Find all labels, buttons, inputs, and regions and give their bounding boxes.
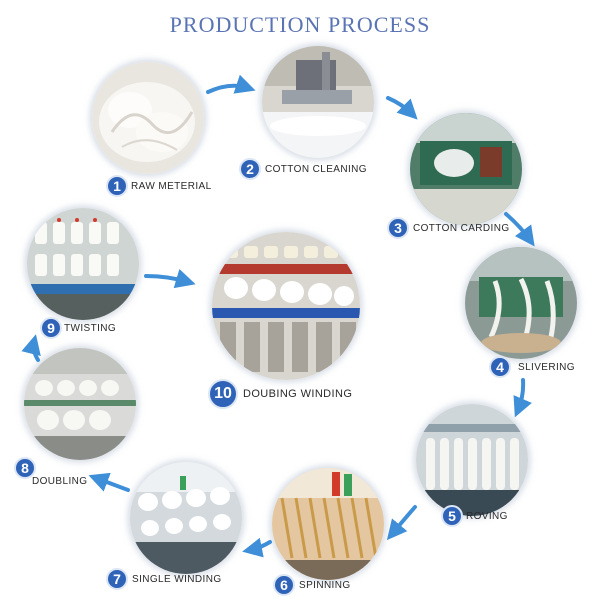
step-2-badge: 2 [239, 158, 261, 180]
arrow-4-to-5 [518, 380, 523, 410]
step-10-label: DOUBING WINDING [243, 388, 352, 400]
step-5-label: ROVING [466, 511, 508, 522]
single-winding-photo [130, 462, 242, 574]
arrow-1-to-2 [208, 86, 248, 92]
step-8-label: DOUBLING [32, 476, 87, 487]
step-6-badge: 6 [273, 574, 295, 596]
arrow-5-to-6 [392, 507, 415, 534]
arrow-2-to-3 [388, 98, 412, 114]
step-5-badge: 5 [441, 505, 463, 527]
step-1-label: RAW METERIAL [131, 181, 212, 192]
step-7-label: SINGLE WINDING [132, 574, 222, 585]
step-3-badge: 3 [387, 217, 409, 239]
slivering-photo [465, 247, 577, 359]
step-4-label: SLIVERING [518, 362, 575, 373]
page-title: PRODUCTION PROCESS [0, 12, 600, 38]
raw-material-photo [92, 62, 204, 174]
arrow-9-to-10 [146, 276, 188, 282]
cotton-cleaning-photo [262, 46, 374, 158]
step-6-label: SPINNING [299, 580, 351, 591]
step-4-badge: 4 [489, 356, 511, 378]
doubing-winding-photo [212, 232, 360, 380]
step-2-label: COTTON CLEANING [265, 164, 367, 175]
doubling-photo [24, 348, 136, 460]
step-3-label: COTTON CARDING [413, 223, 510, 234]
twisting-photo [27, 208, 139, 320]
arrow-7-to-8 [96, 478, 128, 490]
step-1-badge: 1 [106, 175, 128, 197]
arrow-3-to-4 [506, 214, 530, 240]
cotton-carding-photo [410, 113, 522, 225]
spinning-photo [272, 468, 384, 580]
arrow-6-to-7 [250, 542, 270, 550]
step-9-badge: 9 [40, 317, 62, 339]
arrow-8-to-9 [34, 342, 39, 360]
step-7-badge: 7 [106, 568, 128, 590]
step-9-label: TWISTING [64, 323, 116, 334]
roving-photo [416, 404, 528, 516]
step-10-badge: 10 [208, 379, 238, 409]
